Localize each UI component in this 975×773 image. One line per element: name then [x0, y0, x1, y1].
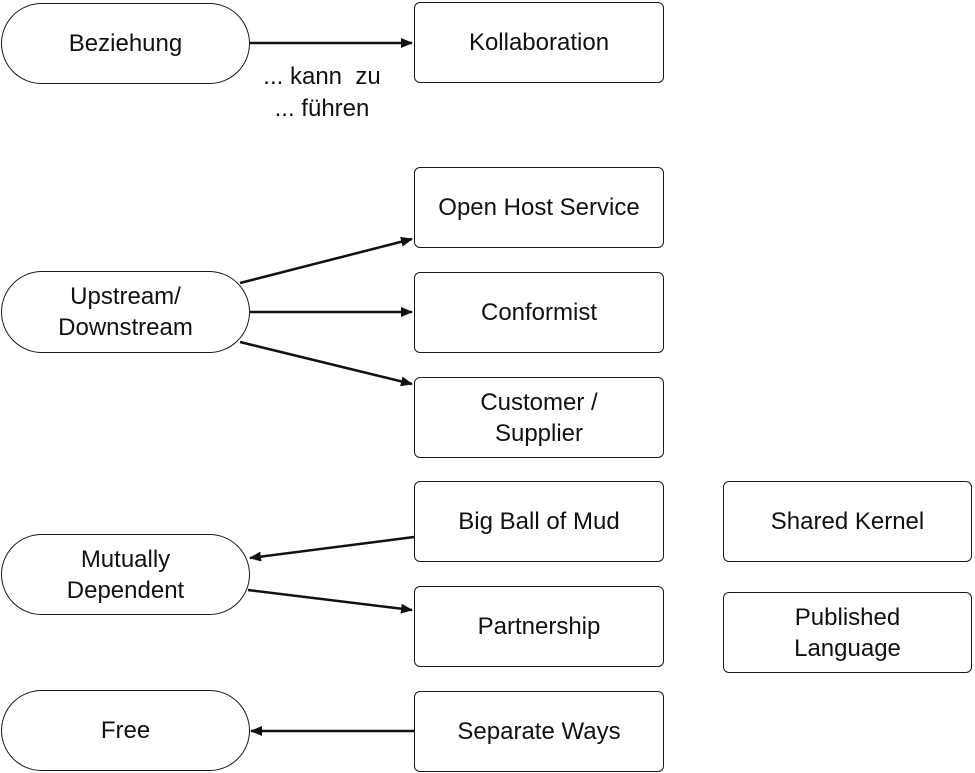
relationship-beziehung: Beziehung [1, 3, 250, 84]
pattern-customer-supplier: Customer / Supplier [414, 377, 664, 458]
arrow-upstream-to-open-host-service [239, 236, 413, 285]
pattern-conformist: Conformist [414, 272, 664, 353]
pattern-open-host-service: Open Host Service [414, 167, 664, 248]
pattern-shared-kernel: Shared Kernel [723, 481, 972, 562]
arrow-mutually-dependent-to-partnership [247, 588, 413, 614]
arrow-big-ball-of-mud-to-mutually-dependent [249, 535, 415, 562]
arrow-upstream-to-customer-supplier [239, 340, 413, 387]
pattern-big-ball-of-mud: Big Ball of Mud [414, 481, 664, 562]
relationship-upstream-downstream: Upstream/ Downstream [1, 271, 250, 353]
annotation-fuehren: ... führen [274, 95, 370, 122]
relationship-free: Free [1, 690, 250, 771]
pattern-partnership: Partnership [414, 586, 664, 667]
relationship-mutually-dependent: Mutually Dependent [1, 534, 250, 615]
annotation-kann-zu: ... kann zu [263, 63, 381, 90]
pattern-published-language: Published Language [723, 592, 972, 673]
pattern-separate-ways: Separate Ways [414, 691, 664, 772]
pattern-kollaboration: Kollaboration [414, 2, 664, 83]
